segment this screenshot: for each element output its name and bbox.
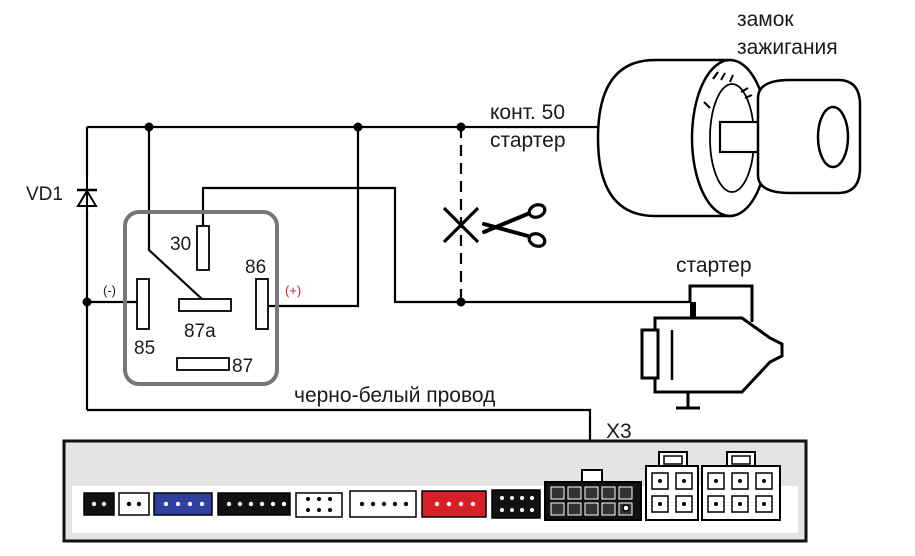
connector-white-2pin bbox=[118, 492, 150, 516]
terminal-50-label-line1: конт. 50 bbox=[490, 101, 565, 124]
relay-pin-85-label: 85 bbox=[134, 338, 155, 359]
diode-icon bbox=[76, 176, 98, 210]
x-cross-icon bbox=[442, 206, 480, 244]
connector-x3-label: X3 bbox=[606, 420, 632, 443]
relay-pin-87-label: 87 bbox=[232, 356, 253, 377]
wire-pin86-to-bus bbox=[265, 127, 360, 308]
relay-pin-86 bbox=[255, 278, 269, 330]
connector-white-6pin bbox=[295, 492, 343, 518]
starter-label: стартер bbox=[676, 254, 752, 277]
relay bbox=[123, 210, 279, 386]
junctions bbox=[82, 122, 466, 307]
terminal-50-label-line2: стартер bbox=[490, 129, 566, 152]
connector-white-6pin-tab bbox=[701, 451, 781, 521]
starter-motor-icon bbox=[640, 284, 784, 410]
diode-label: VD1 bbox=[26, 184, 63, 205]
junction-dot bbox=[144, 122, 154, 132]
connector-white-4pin-tab bbox=[645, 451, 699, 521]
relay-pin-87a-label: 87a bbox=[184, 321, 216, 342]
relay-body bbox=[123, 210, 279, 386]
connector-black-8pin bbox=[491, 489, 541, 519]
junction-dot bbox=[82, 297, 92, 307]
connector-white-wide bbox=[349, 490, 417, 518]
relay-pin-30-label: 30 bbox=[170, 234, 191, 255]
connector-blue-4pin bbox=[153, 492, 213, 516]
ignition-lock-label-line1: замок bbox=[737, 8, 794, 31]
relay-pin-85 bbox=[136, 278, 150, 330]
relay-pin-86-label: 86 bbox=[245, 257, 266, 278]
junction-dot bbox=[456, 297, 466, 307]
connector-red bbox=[421, 490, 487, 518]
ignition-lock-label-line2: зажигания bbox=[737, 36, 838, 59]
junction-dot bbox=[456, 122, 466, 132]
relay-pin-87 bbox=[176, 357, 230, 371]
plus-label: (+) bbox=[285, 283, 301, 298]
scissors-icon bbox=[482, 203, 547, 248]
minus-label: (-) bbox=[103, 283, 116, 298]
wires bbox=[85, 125, 690, 501]
connector-black-2pin bbox=[83, 492, 115, 516]
alarm-unit bbox=[62, 439, 808, 543]
black-white-wire-label: черно-белый провод bbox=[294, 384, 495, 407]
connector-black-6pin bbox=[217, 492, 291, 516]
x3-pin-marker bbox=[622, 504, 630, 512]
wire-switch-arm bbox=[147, 127, 204, 301]
ignition-lock-icon bbox=[596, 58, 862, 218]
wire-pin30-to-starter bbox=[201, 186, 690, 304]
junction-dot bbox=[353, 122, 363, 132]
relay-pin-87a bbox=[178, 298, 232, 312]
connector-x3 bbox=[544, 469, 642, 521]
relay-pin-30 bbox=[196, 225, 210, 271]
